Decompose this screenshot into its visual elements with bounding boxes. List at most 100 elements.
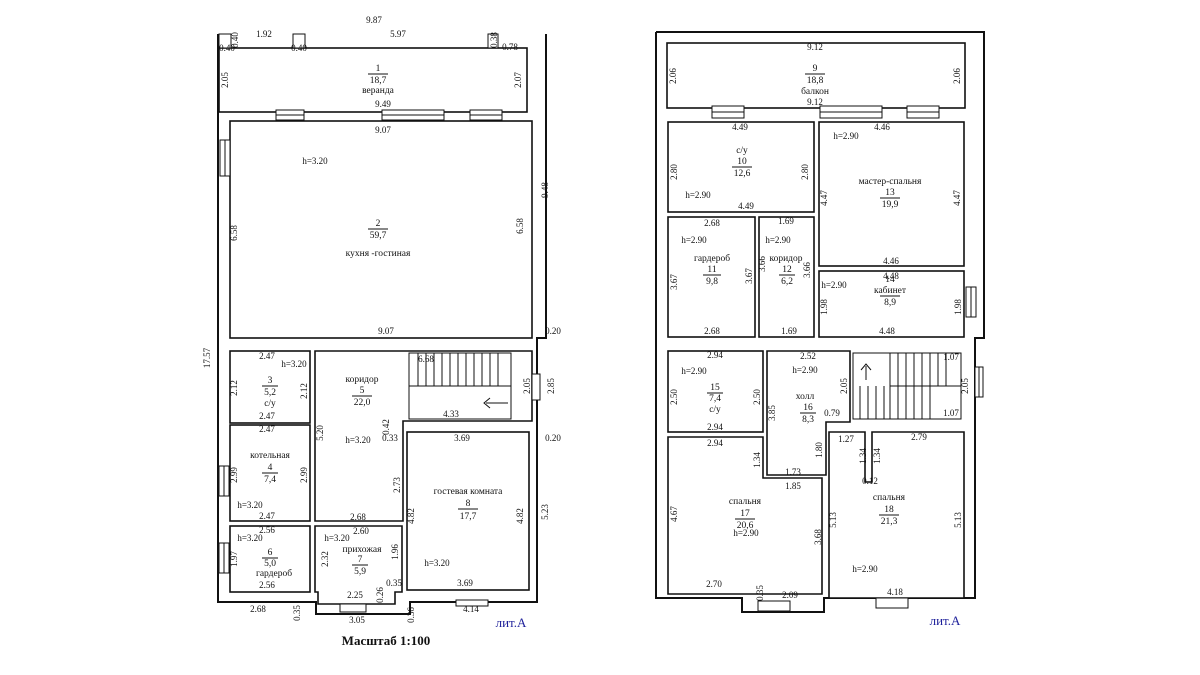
dim: 0.35 — [386, 578, 402, 588]
dim: 2.68 — [704, 218, 720, 228]
dim: 2.99 — [299, 467, 309, 483]
dim: 1.69 — [781, 326, 797, 336]
dim: 9.12 — [807, 42, 823, 52]
room-1-veranda — [218, 47, 528, 113]
room-11-wardrobe — [667, 216, 756, 338]
dim: 4.47 — [952, 190, 962, 206]
room-5-area: 22,0 — [354, 398, 371, 408]
dim: 0.26 — [375, 587, 385, 603]
room-6-number: 6 — [268, 548, 273, 558]
dim: h=3.20 — [302, 156, 328, 166]
dim: 2.79 — [911, 432, 927, 442]
liter-left: лит.А — [496, 615, 527, 630]
dim: 2.56 — [259, 525, 275, 535]
dim: 2.80 — [669, 164, 679, 180]
dim: 0.40 — [219, 43, 235, 53]
room-17-number: 17 — [740, 509, 750, 519]
dim: 2.47 — [259, 511, 275, 521]
floor1-plan — [217, 33, 547, 615]
floor2-stairs — [852, 352, 962, 420]
dim: 9.48 — [540, 182, 550, 198]
dim: 2.70 — [706, 579, 722, 589]
dim: 2.47 — [259, 351, 275, 361]
room-3-bathroom — [229, 350, 311, 424]
dim: 1.92 — [256, 29, 272, 39]
floor2-dimensions: 9.12 2.06 2.06 9.12 4.49 h=2.90 4.46 2.8… — [668, 42, 970, 601]
dim: 0.42 — [381, 419, 391, 435]
dim: 4.33 — [443, 409, 459, 419]
dim: 1.34 — [872, 448, 882, 464]
dim: 1.69 — [778, 216, 794, 226]
dim: h=3.20 — [237, 533, 263, 543]
dim: 4.67 — [669, 506, 679, 522]
dim: h=3.20 — [345, 435, 371, 445]
dim: 2.52 — [800, 351, 816, 361]
dim: 2.73 — [392, 477, 402, 493]
dim: 17.57 — [202, 347, 212, 368]
dim: 0.20 — [545, 326, 561, 336]
floor1-dimensions: 9.87 1.92 5.97 0.40 0.40 0.40 0.38 0.78 … — [202, 15, 561, 625]
dim: 2.05 — [220, 72, 230, 88]
dim: 2.25 — [347, 590, 363, 600]
dim: h=3.20 — [324, 533, 350, 543]
room-10-area: 12,6 — [734, 169, 751, 179]
dim: 1.07 — [943, 408, 959, 418]
floor2-outer-wall — [655, 31, 985, 613]
dim: 4.49 — [732, 122, 748, 132]
room-4-area: 7,4 — [264, 475, 276, 485]
room-1-name: веранда — [362, 86, 395, 96]
dim: 1.97 — [229, 551, 239, 567]
dim: 2.07 — [513, 72, 523, 88]
dim: 3.68 — [813, 529, 823, 545]
dim: 0.79 — [824, 408, 840, 418]
dim: 5.23 — [540, 504, 550, 520]
dim: 2.47 — [259, 411, 275, 421]
dim: 3.67 — [744, 268, 754, 284]
room-13-name: мастер-спальня — [859, 177, 922, 187]
dim: 1.34 — [858, 448, 868, 464]
floor1-outer-wall — [217, 34, 547, 615]
dim: 0.35 — [755, 585, 765, 601]
room-18-name: спальня — [873, 493, 906, 503]
room-9-area: 18,8 — [807, 76, 824, 86]
room-17-area: 20,6 — [737, 521, 754, 531]
dim: 9.49 — [375, 99, 391, 109]
dim: 0.78 — [502, 42, 518, 52]
room-1-number: 1 — [376, 64, 381, 74]
dim: 2.68 — [350, 512, 366, 522]
dim: 2.12 — [299, 383, 309, 399]
dim: 2.50 — [752, 389, 762, 405]
dim: 2.05 — [522, 378, 532, 394]
dim: 4.47 — [819, 190, 829, 206]
liter-right: лит.А — [930, 613, 961, 628]
dim: 4.48 — [879, 326, 895, 336]
dim: h=2.90 — [681, 366, 707, 376]
dim: 4.82 — [515, 508, 525, 524]
dim: 4.46 — [874, 122, 890, 132]
room-17-name: спальня — [729, 497, 762, 507]
room-16-name: холл — [796, 392, 815, 402]
dim: 0.33 — [382, 433, 398, 443]
dim: h=2.90 — [685, 190, 711, 200]
dim: 3.69 — [457, 578, 473, 588]
dim: 0.35 — [292, 605, 302, 621]
dim: 2.05 — [839, 378, 849, 394]
room-14-area: 8,9 — [884, 298, 896, 308]
dim: 3.05 — [349, 615, 365, 625]
floor1-windows — [218, 33, 541, 613]
room-13-area: 19,9 — [882, 200, 899, 210]
room-6-name: гардероб — [256, 568, 292, 579]
room-12-area: 6,2 — [781, 277, 793, 287]
dim: 2.06 — [952, 68, 962, 84]
floor2-room-labels: 9 18,8 балкон с/у 10 12,6 гардероб 11 9,… — [694, 64, 922, 531]
dim: 9.87 — [366, 15, 382, 25]
dim: 9.12 — [807, 97, 823, 107]
dim: 2.68 — [704, 326, 720, 336]
floor2-plan — [655, 31, 985, 613]
dim: 2.94 — [707, 438, 723, 448]
room-5-corridor — [314, 350, 533, 522]
dim: 2.85 — [546, 378, 556, 394]
room-16-area: 8,3 — [802, 415, 814, 425]
room-10-name: с/у — [736, 146, 748, 156]
